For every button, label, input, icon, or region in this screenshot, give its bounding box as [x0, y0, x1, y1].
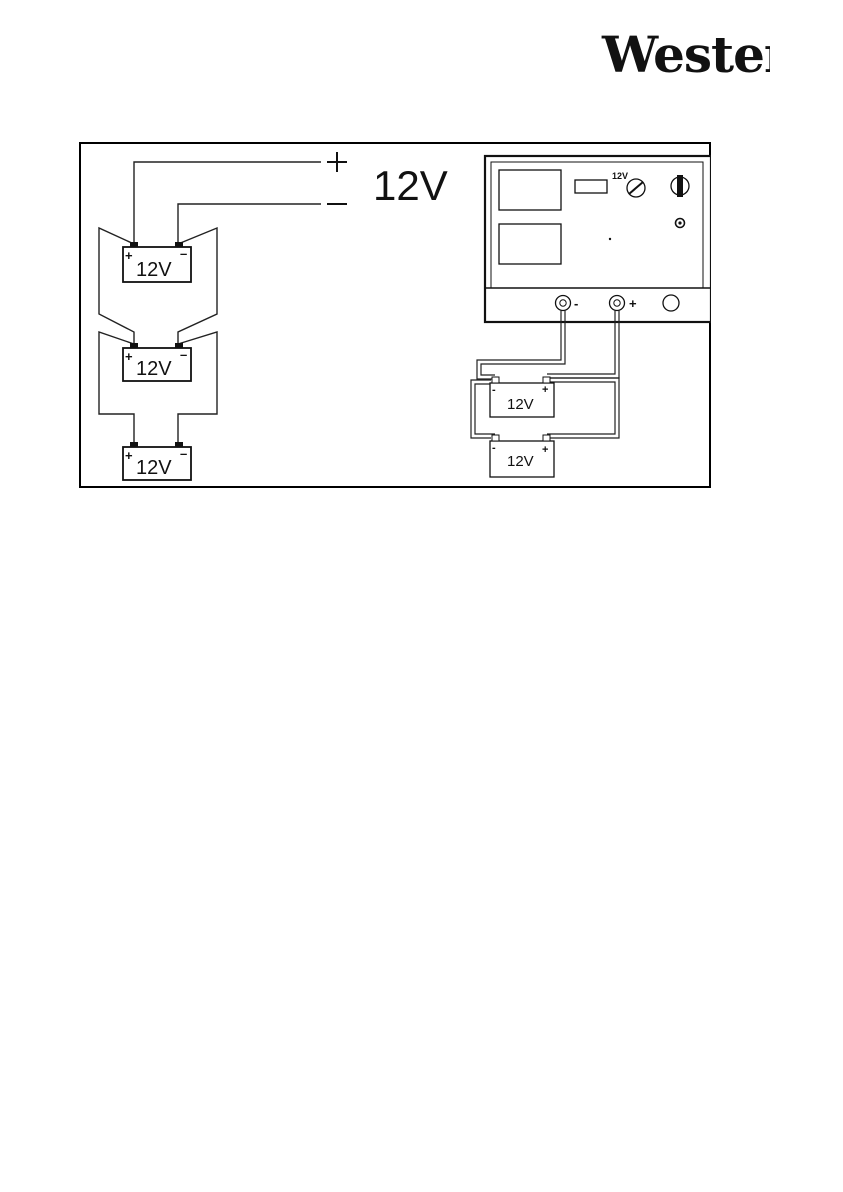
battery-minus-sign: – — [180, 246, 187, 261]
selector-voltage-label: 12V — [612, 171, 628, 181]
terminal-negative-post — [560, 300, 566, 306]
battery-plus-sign: + — [542, 384, 548, 396]
brand-logo: Wester — [600, 22, 770, 82]
charger-indicator-dot — [609, 238, 611, 240]
battery-terminal-positive — [543, 435, 550, 441]
supply-negative-wire — [178, 204, 321, 244]
battery-voltage-label: 12V — [136, 259, 172, 281]
series-battery-3: + – 12V — [123, 442, 191, 480]
battery-terminal-negative — [492, 435, 499, 441]
battery-plus-sign: + — [125, 349, 133, 364]
battery-minus-sign: - — [492, 442, 496, 454]
terminal-positive-label: + — [629, 296, 637, 311]
fuse-holder[interactable] — [663, 295, 679, 311]
series-battery-2: + – 12V — [123, 343, 191, 381]
logo-graphic: Wester — [600, 22, 770, 82]
battery-terminal-positive — [543, 377, 550, 383]
series-wire-left-1 — [99, 228, 134, 344]
battery-voltage-label: 12V — [136, 457, 172, 479]
battery-plus-sign: + — [125, 248, 133, 263]
battery-voltage-label: 12V — [507, 396, 534, 413]
terminal-negative-label: - — [574, 296, 578, 311]
battery-plus-sign: + — [542, 444, 548, 456]
series-wiring: 12V + – 12V + – 12V — [99, 152, 448, 480]
connection-diagram: 12V + – 12V + – 12V — [79, 142, 711, 488]
battery-minus-sign: – — [180, 347, 187, 362]
parallel-wiring: - + 12V - + 12V — [471, 310, 619, 477]
battery-terminal-negative — [492, 377, 499, 383]
power-switch-handle — [677, 175, 683, 197]
charger-unit: 12V - + — [485, 156, 711, 322]
battery-terminal-positive — [130, 343, 138, 348]
charger-display — [575, 180, 607, 193]
parallel-battery-1: - + 12V — [490, 377, 554, 417]
battery-connection-figure: 12V + – 12V + – 12V — [79, 142, 711, 488]
negative-link-a — [471, 380, 491, 438]
supply-positive-wire — [134, 162, 321, 244]
terminal-positive-post — [614, 300, 620, 306]
charger-meter-top — [499, 170, 561, 210]
logo-text: Wester — [601, 25, 770, 82]
battery-terminal-positive — [130, 242, 138, 247]
positive-link-a — [547, 378, 619, 438]
pilot-lamp-center — [678, 221, 681, 224]
battery-voltage-label: 12V — [507, 453, 534, 470]
battery-voltage-label: 12V — [136, 358, 172, 380]
parallel-battery-2: - + 12V — [490, 435, 554, 477]
supply-voltage-label: 12V — [373, 162, 448, 209]
battery-terminal-positive — [130, 442, 138, 447]
charger-meter-bottom — [499, 224, 561, 264]
battery-minus-sign: - — [492, 384, 496, 396]
positive-link-b — [547, 382, 615, 434]
battery-plus-sign: + — [125, 448, 133, 463]
series-battery-1: + – 12V — [123, 242, 191, 282]
battery-minus-sign: – — [180, 446, 187, 461]
